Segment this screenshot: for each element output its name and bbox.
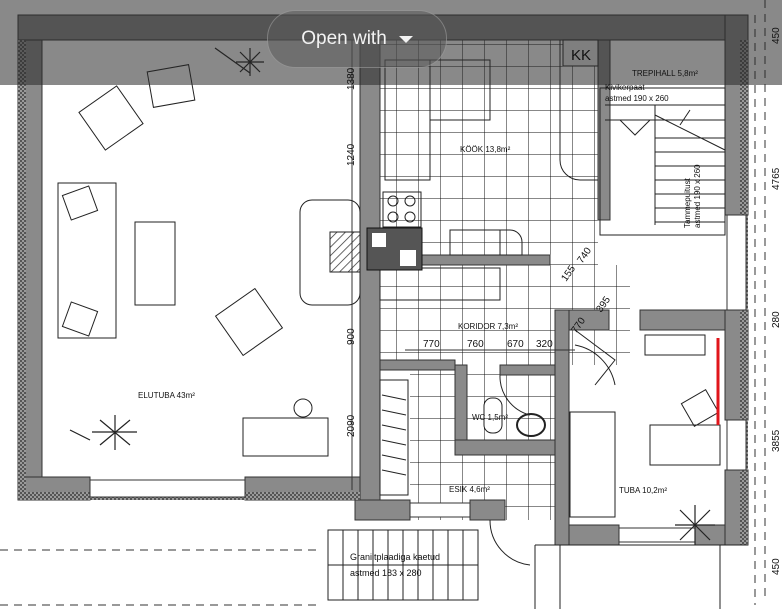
chevron-down-icon <box>398 35 413 43</box>
stove-block-detail <box>372 233 386 247</box>
note-granite-size: astmed 183 x 280 <box>350 568 422 578</box>
dimension-guides <box>0 15 756 606</box>
note-granite: Graniitplaadiga kaetud <box>350 552 440 562</box>
dim-3855: 3855 <box>771 429 782 452</box>
dim-2090: 2090 <box>346 414 357 437</box>
wardrobe <box>379 379 409 496</box>
dim-320: 320 <box>536 339 553 350</box>
note-stone-steps: Kivikerpaat <box>605 83 645 92</box>
room-furniture <box>569 329 721 518</box>
fireplace <box>329 231 361 273</box>
room-label-entry: ESIK 4,6m² <box>449 485 490 494</box>
note-oak-steps: Tammepuitust <box>683 177 692 228</box>
windows <box>89 214 747 543</box>
stove-block-detail <box>400 250 416 266</box>
dim-770: 770 <box>423 339 440 350</box>
dim-1240: 1240 <box>346 143 357 166</box>
dim-450-top: 450 <box>771 27 782 44</box>
dim-760: 760 <box>467 339 484 350</box>
dim-4765: 4765 <box>771 167 782 190</box>
entrance-steps <box>327 519 748 609</box>
room-label-kitchen: KÖÖK 13,8m² <box>460 145 511 154</box>
kitchen-fixtures <box>379 40 598 301</box>
dim-900: 900 <box>346 328 357 345</box>
open-with-label: Open with <box>301 28 387 49</box>
note-oak-steps-size: astmed 190 x 260 <box>693 164 702 228</box>
stairs <box>599 87 726 236</box>
kk-label: KK <box>571 47 591 64</box>
room-label-wc: WC 1,5m² <box>472 413 508 422</box>
dim-280: 280 <box>771 311 782 328</box>
room-label-corridor: KORIDOR 7,3m² <box>458 322 518 331</box>
dim-670: 670 <box>507 339 524 350</box>
dim-1380: 1380 <box>346 67 357 90</box>
open-with-button[interactable]: Open with <box>267 10 447 68</box>
wc-fixtures <box>483 374 546 437</box>
dim-450-bottom: 450 <box>771 558 782 575</box>
living-furniture <box>57 64 361 457</box>
room-label-living: ELUTUBA 43m² <box>138 391 195 400</box>
note-stone-steps-size: astmed 190 x 260 <box>605 94 669 103</box>
room-label-room: TUBA 10,2m² <box>619 486 667 495</box>
room-label-stairhall: TREPIHALL 5,8m² <box>632 69 698 78</box>
